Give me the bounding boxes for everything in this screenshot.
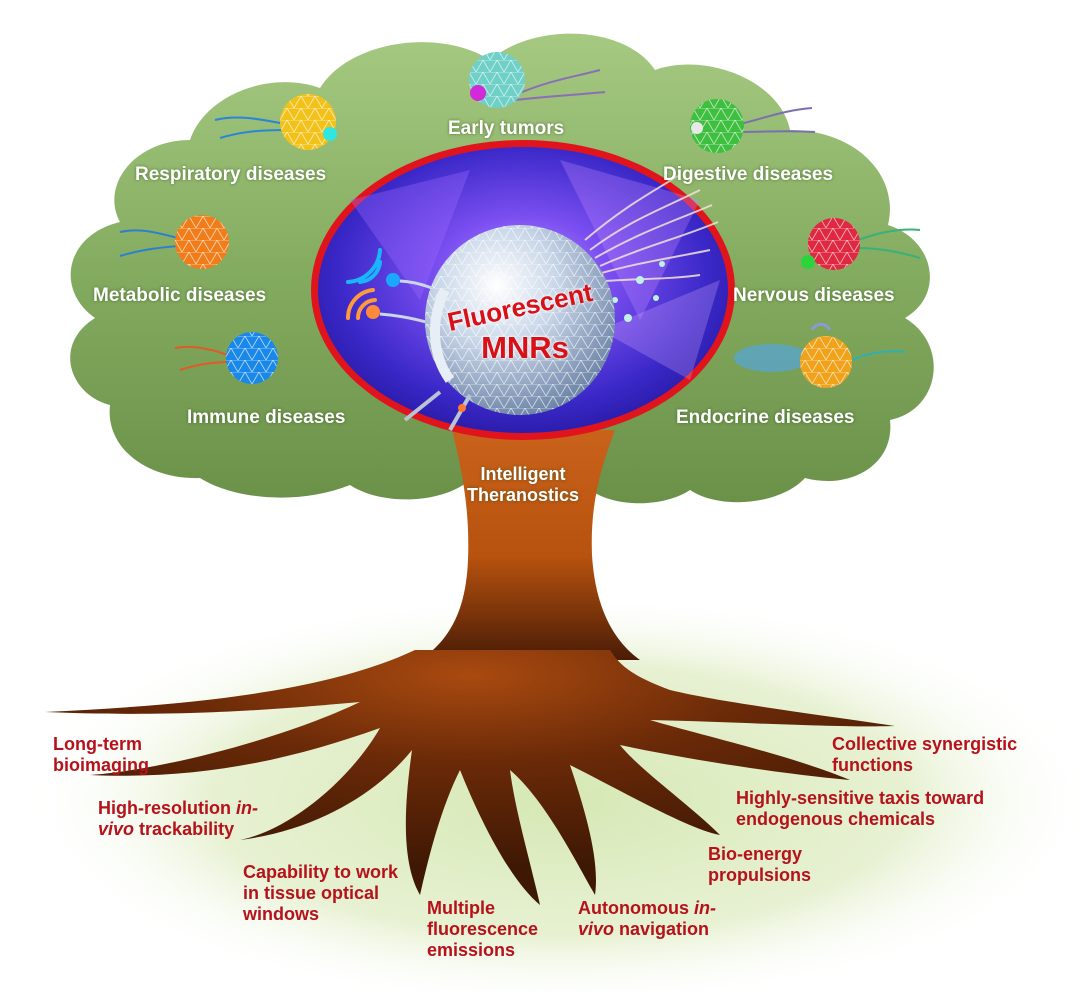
label-metabolic-diseases: Metabolic diseases	[93, 285, 267, 306]
feature-autonomous-line1b: in-	[693, 898, 716, 918]
label-respiratory-diseases: Respiratory diseases	[135, 164, 327, 185]
label-digestive-diseases: Digestive diseases	[663, 164, 834, 185]
feature-autonomous-navigation: Autonomous in- vivo navigation	[578, 898, 716, 940]
feature-taxis-line1: Highly-sensitive taxis toward	[736, 788, 985, 808]
robot-early-tumors-icon	[469, 52, 606, 108]
feature-multiple-fluorescence: Multiple fluorescence emissions	[427, 898, 538, 962]
trunk-label: Intelligent Theranostics	[440, 464, 606, 506]
label-early-tumors: Early tumors	[448, 118, 565, 139]
feature-capability-line1: Capability to work	[243, 862, 399, 882]
wireless-signal-icon	[345, 248, 382, 320]
feature-autonomous-line1: Autonomous in-	[578, 898, 716, 919]
label-endocrine-diseases: Endocrine diseases	[676, 407, 855, 428]
robot-endocrine-icon	[734, 322, 906, 388]
feature-high-resolution-trackability: High-resolution in- vivo trackability	[98, 798, 258, 840]
robot-digestive-icon	[690, 99, 816, 153]
feature-long-term-bioimaging: Long-term bioimaging	[53, 734, 149, 776]
feature-long-term-line2: bioimaging	[53, 755, 149, 776]
feature-bio-energy-line2: propulsions	[708, 865, 811, 886]
robot-immune-icon	[174, 332, 278, 384]
feature-long-term-line1: Long-term	[53, 734, 142, 754]
feature-bio-energy-line1: Bio-energy	[708, 844, 803, 864]
feature-taxis-line2: endogenous chemicals	[736, 809, 936, 830]
feature-autonomous-line2b: navigation	[614, 919, 710, 940]
tree-trunk	[420, 430, 640, 660]
feature-collective-line1: Collective synergistic	[832, 734, 1018, 754]
feature-capability-line3: windows	[243, 904, 319, 925]
feature-multiple-line3: emissions	[427, 940, 516, 961]
feature-capability-line2: in tissue optical	[243, 883, 380, 904]
feature-high-res-line2b: trackability	[134, 819, 235, 840]
feature-collective-line2: functions	[832, 755, 913, 776]
feature-multiple-line1: Multiple	[427, 898, 495, 918]
central-ellipse	[311, 140, 735, 440]
label-nervous-diseases: Nervous diseases	[733, 285, 895, 306]
trunk-label-line1: Intelligent	[480, 464, 566, 484]
feature-high-res-line1a: High-resolution	[98, 798, 236, 818]
feature-high-res-line1: High-resolution in-	[98, 798, 258, 819]
feature-collective-synergistic: Collective synergistic functions	[832, 734, 1017, 776]
feature-capability-optical-windows: Capability to work in tissue optical win…	[243, 862, 398, 926]
feature-high-res-line2a: vivo	[98, 819, 135, 840]
label-immune-diseases: Immune diseases	[187, 407, 346, 428]
feature-bio-energy-propulsions: Bio-energy propulsions	[708, 844, 811, 886]
feature-high-res-line2: vivo trackability	[98, 819, 258, 840]
robot-nervous-icon	[801, 218, 921, 270]
feature-autonomous-line2a: vivo	[578, 919, 615, 940]
trunk-label-line2: Theranostics	[466, 485, 580, 506]
robot-respiratory-icon	[214, 94, 337, 150]
feature-high-res-line1b: in-	[236, 798, 258, 818]
feature-autonomous-line1a: Autonomous	[578, 898, 694, 918]
feature-autonomous-line2: vivo navigation	[578, 919, 716, 940]
feature-multiple-line2: fluorescence	[427, 919, 539, 940]
robot-metabolic-icon	[119, 215, 229, 269]
tree-roots	[45, 650, 895, 905]
center-title-line2: MNRs	[481, 330, 569, 365]
feature-taxis-endogenous-chemicals: Highly-sensitive taxis toward endogenous…	[736, 788, 984, 830]
